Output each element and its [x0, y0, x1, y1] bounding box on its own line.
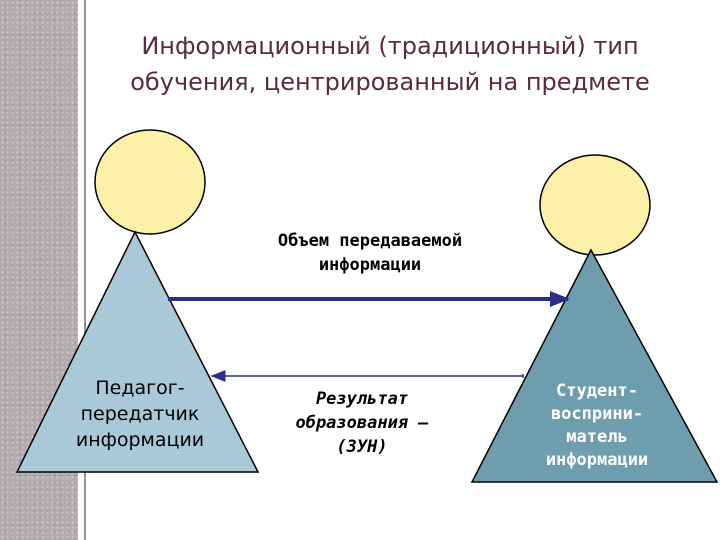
student-label: Студент- восприни- матель информации — [512, 380, 682, 472]
student-triangle — [470, 248, 719, 483]
volume-line-2: информации — [318, 255, 422, 275]
information-volume-label: Объем передаваемой информации — [220, 229, 520, 277]
title-line-1: Информационный (традиционный) тип — [141, 32, 639, 60]
result-line-1: Результат — [315, 389, 409, 409]
result-line-3: (ЗУН) — [336, 437, 388, 457]
student-head-circle — [539, 154, 651, 256]
teacher-line-3: информации — [75, 429, 205, 451]
student-line-2: восприни- — [550, 404, 644, 424]
teacher-head-circle — [94, 129, 206, 235]
teacher-label: Педагог- передатчик информации — [50, 375, 230, 453]
volume-line-1: Объем передаваемой — [277, 231, 463, 251]
teacher-line-2: передатчик — [80, 403, 200, 425]
education-result-label: Результат образования – (ЗУН) — [262, 387, 462, 459]
student-line-1: Студент- — [556, 381, 638, 401]
student-line-3: матель — [566, 427, 628, 447]
decorative-side-bar — [0, 0, 78, 540]
student-line-4: информации — [545, 450, 649, 470]
teacher-triangle — [15, 230, 260, 473]
result-line-2: образования – — [295, 413, 429, 433]
teacher-line-1: Педагог- — [95, 377, 185, 399]
slide-title: Информационный (традиционный) тип обучен… — [90, 28, 690, 100]
title-line-2: обучения, центрированный на предмете — [130, 68, 650, 96]
side-divider-line — [84, 0, 86, 540]
